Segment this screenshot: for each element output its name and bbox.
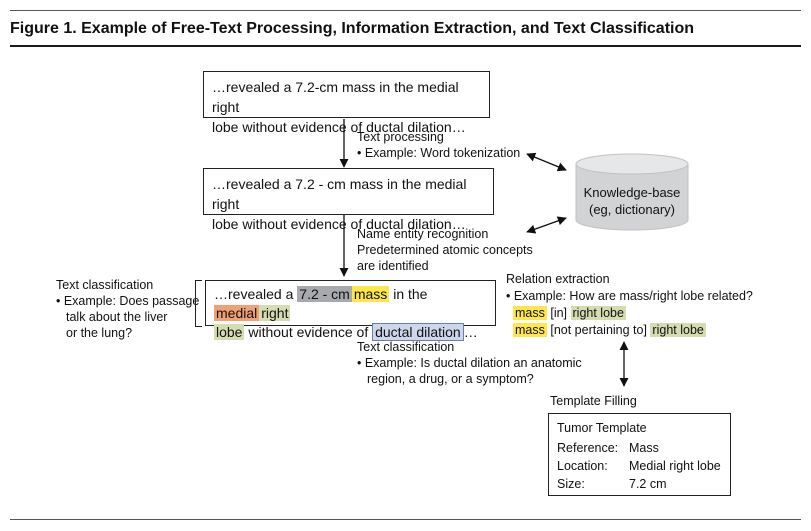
text-classification-left-line3: or the lung? [66,326,133,340]
template-value-location: Medial right lobe [629,459,721,473]
relation-extraction-example: • Example: How are mass/right lobe relat… [506,289,753,303]
template-row-location: Location: Medial right lobe [557,457,722,475]
template-key-location: Location: [557,459,608,473]
relation-extraction: Relation extraction • Example: How are m… [506,271,753,339]
mass-highlight: mass [351,286,390,302]
medial-highlight: medial [214,305,260,321]
annotated-end: … [463,324,478,340]
figure-title: Figure 1. Example of Free-Text Processin… [10,20,695,37]
relation-2: mass [not pertaining to] right lobe [506,322,753,339]
knowledge-base-title: Knowledge-base [583,185,681,200]
ductal-dilation-highlight: ductal dilation [372,323,464,341]
knowledge-base-cylinder [575,153,689,231]
tokenized-text-line2: lobe without evidence of ductal dilation… [212,216,466,232]
template-value-size: 7.2 cm [629,477,667,491]
text-processing-label: Text processing • Example: Word tokeniza… [357,129,520,161]
footer-rule [10,519,801,520]
relation-extraction-title: Relation extraction [506,272,610,286]
lobe-highlight: lobe [214,324,245,340]
left-bracket [195,280,202,327]
title-bottom-rule [10,45,801,47]
arrow-processing-knowledge [526,152,567,172]
template-row-reference: Reference: Mass [557,439,722,457]
title-top-rule [10,10,801,11]
right-highlight: right [259,305,291,321]
tokenized-text-box: …revealed a 7.2 - cm mass in the medial … [203,168,494,232]
input-text-line2: lobe without evidence of ductal dilation… [212,119,466,135]
annotated-in-the: in the [389,286,428,302]
relation-2-object: right lobe [650,323,706,337]
text-classification-left-title: Text classification [56,278,154,292]
ner-label: Name entity recognition Predetermined at… [357,226,533,274]
relation-1-relation: [in] [546,306,571,320]
template-filling-label: Template Filling [550,394,637,408]
text-processing-example: • Example: Word tokenization [357,146,521,160]
input-text-line1: …revealed a 7.2-cm mass in the medial ri… [212,79,459,115]
tumor-template-box: Tumor Template Reference: Mass Location:… [548,413,731,496]
relation-1-object: right lobe [570,306,626,320]
tokenized-text-line1: …revealed a 7.2 - cm mass in the medial … [212,176,467,212]
ner-line2: Predetermined atomic concepts [357,243,533,257]
template-key-size: Size: [557,477,585,491]
template-row-size: Size: 7.2 cm [557,475,722,493]
template-value-reference: Mass [629,441,659,455]
arrow-ner-knowledge [526,216,567,234]
text-classification-left-line2: talk about the liver [66,310,168,324]
text-classification-bottom-line1: • Example: Is ductal dilation an anatomi… [357,356,582,370]
relation-2-relation: [not pertaining to] [546,323,651,337]
text-classification-bottom: Text classification • Example: Is ductal… [357,339,582,387]
relation-2-subject: mass [513,323,547,337]
annotated-line2: lobe without evidence of ductal dilation… [214,323,487,342]
text-classification-left-line1: • Example: Does passage [56,294,200,308]
text-processing-title: Text processing [357,130,444,144]
knowledge-base-subtitle: (eg, dictionary) [589,202,675,217]
annotated-mid: without evidence of [244,324,373,340]
relation-1-subject: mass [513,306,547,320]
text-classification-bottom-line2: region, a drug, or a symptom? [367,372,534,386]
relation-1: mass [in] right lobe [506,305,753,322]
tumor-template-title: Tumor Template [557,421,647,435]
text-classification-bottom-title: Text classification [357,340,455,354]
ner-line3: are identified [357,259,429,273]
text-classification-left: Text classification • Example: Does pass… [56,277,199,341]
measurement-highlight: 7.2 - cm [297,286,352,302]
template-key-reference: Reference: [557,441,619,455]
input-text-box: …revealed a 7.2-cm mass in the medial ri… [203,71,490,135]
ner-title: Name entity recognition [357,227,489,241]
knowledge-base-label: Knowledge-base (eg, dictionary) [576,184,688,218]
annotated-prefix: …revealed a [214,286,298,302]
